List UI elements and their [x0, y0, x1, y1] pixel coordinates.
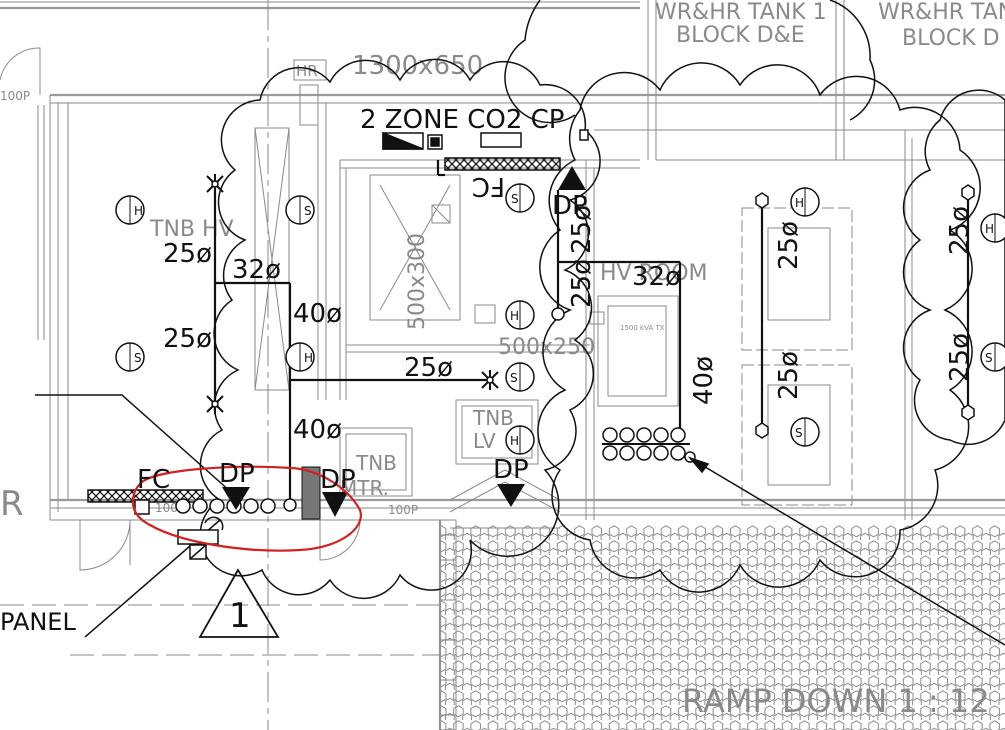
dp-arrow-icon	[222, 487, 250, 510]
dp-label-1: DP	[219, 459, 255, 489]
room-label-tnb-lv-1: TNB	[472, 406, 514, 430]
dp-label-4: DP	[552, 191, 588, 221]
hex-marker	[961, 184, 975, 201]
r-label: R	[0, 484, 24, 524]
revision-clouds	[199, 0, 1005, 600]
room-label-tnb-mtr-2: MTR.	[340, 476, 389, 500]
svg-text:H: H	[510, 434, 519, 448]
tag-triangle: 1	[198, 568, 280, 638]
co2-panel	[382, 129, 589, 150]
pipe-size-i: 32ø	[632, 262, 681, 292]
dim-label-3: 100P	[388, 503, 418, 517]
sensor-s: S	[115, 342, 145, 372]
dp-label-2: DP	[320, 465, 356, 495]
pipe-size-e: 25ø	[404, 353, 453, 383]
duct-size-vertical: 500x300	[405, 233, 430, 330]
dp-arrow-up-icon	[558, 166, 586, 190]
mep-labels: 2 ZONE CO2 CP FC FC DP DP DP DP PANEL 25…	[0, 105, 975, 636]
pipe-size-m: 25ø	[945, 206, 975, 255]
pipe-size-b: 32ø	[232, 255, 281, 285]
tank-label-4: BLOCK D	[902, 26, 1000, 51]
valve-dot	[283, 498, 297, 512]
revision-cloud-left	[199, 58, 601, 600]
hex-marker	[961, 404, 975, 421]
pipe-size-l: 25ø	[774, 351, 804, 400]
room-label-tnb-hv: TNB HV	[149, 217, 234, 242]
svg-text:H: H	[510, 309, 519, 323]
hatched-equipment	[87, 157, 561, 520]
tank-label-3: WR&HR TANK	[878, 0, 1005, 25]
ramp-label: RAMP DOWN 1 : 12	[682, 682, 990, 720]
panel-label: PANEL	[0, 608, 76, 636]
svg-text:S: S	[511, 192, 519, 206]
dp-arrow-icon	[322, 492, 348, 517]
asterisk-marker	[481, 370, 499, 390]
tank-label-2: BLOCK D&E	[676, 23, 805, 48]
sensor-h: H	[505, 300, 535, 330]
pipe-bundle-right	[602, 427, 690, 461]
revision-cloud-far-right	[902, 89, 1005, 446]
asterisk-marker	[206, 394, 224, 414]
sensor-s: S	[285, 195, 315, 225]
svg-text:H: H	[795, 196, 804, 210]
co2-label: 2 ZONE CO2 CP	[360, 105, 564, 135]
sensor-s: S	[980, 342, 1005, 372]
sensors: H S S H S H S H H S H S	[115, 183, 1005, 455]
sensor-s: S	[505, 183, 535, 213]
pipe-size-c: 25ø	[163, 324, 212, 354]
sensor-h: H	[285, 342, 315, 372]
duct-size-mid: 500x250	[498, 335, 595, 360]
leader-lines	[35, 394, 1005, 646]
room-label-tnb-lv-2: LV	[473, 429, 496, 453]
svg-text:S: S	[985, 351, 993, 365]
pipe-bundle-bottom	[175, 498, 276, 514]
dp-arrow-icon	[497, 484, 525, 507]
dp-label-3: DP	[493, 455, 529, 485]
pipe-size-k: 25ø	[774, 221, 804, 270]
hex-marker	[755, 192, 769, 209]
svg-text:H: H	[304, 351, 313, 365]
dp-arrows	[222, 166, 586, 517]
pipe-size-g: 25ø	[567, 205, 597, 254]
revision-cloud-top	[504, 0, 876, 124]
pipe-size-h: 25ø	[567, 259, 597, 308]
svg-text:S: S	[510, 371, 518, 385]
sensor-s: S	[790, 417, 820, 447]
tx-box-label: 1500 kVA TX	[620, 324, 665, 332]
duct-size-top: 1300x650	[352, 51, 483, 81]
sensor-h: H	[980, 213, 1005, 243]
dim-label-1: 100P	[0, 89, 30, 103]
svg-text:S: S	[304, 204, 312, 218]
room-label-hv-room: HV ROOM	[600, 261, 708, 286]
svg-text:H: H	[134, 204, 143, 218]
fc-label-top: FC	[472, 171, 505, 201]
tank-label-1: WR&HR TANK 1	[655, 0, 827, 25]
hr-tag: HR	[296, 62, 318, 80]
hex-marker	[755, 422, 769, 439]
pipe-size-f: 40ø	[293, 415, 342, 445]
sensor-h: H	[115, 195, 145, 225]
sensor-s: S	[505, 362, 535, 392]
svg-text:S: S	[134, 351, 142, 365]
pipe-end-markers	[206, 174, 975, 512]
room-label-tnb-mtr-1: TNB	[355, 451, 397, 475]
sensor-h: H	[505, 425, 535, 455]
asterisk-marker	[206, 174, 224, 194]
pipe-size-a: 25ø	[163, 239, 212, 269]
fc-label-bottom: FC	[137, 465, 170, 495]
svg-text:H: H	[985, 222, 994, 236]
red-markup	[131, 465, 362, 552]
sensor-h: H	[790, 187, 820, 217]
pipework	[213, 160, 970, 505]
pipe-size-j: 40ø	[689, 356, 719, 405]
pipe-size-n: 25ø	[945, 333, 975, 382]
valve-dot	[551, 307, 565, 321]
revision-cloud-right	[537, 62, 981, 593]
svg-text:S: S	[795, 426, 803, 440]
triangle-tag: 1	[229, 596, 251, 636]
pipe-size-d: 40ø	[293, 299, 342, 329]
